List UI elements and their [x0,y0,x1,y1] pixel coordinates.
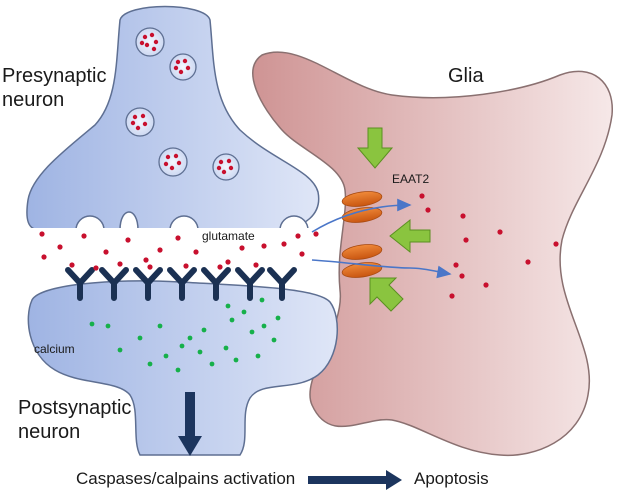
uptake-arrows [311,198,452,279]
vesicle-glutamate [130,32,234,175]
release-pockets [75,211,309,231]
presynaptic-neuron [26,5,320,231]
glia-glutamate [419,193,559,299]
postsynaptic-label-line2: neuron [18,421,81,443]
vesicles [125,27,240,181]
calcium-ions [89,297,281,373]
glia-cell [252,51,613,457]
eaat2-transporters [341,191,383,278]
calcium-label: calcium [34,342,75,356]
apoptosis-label: Apoptosis [414,469,489,488]
receptors [65,267,297,301]
glia-label: Glia [448,65,484,87]
glutamate-label: glutamate [202,229,255,243]
cleft-glutamate [39,231,319,271]
presynaptic-label-line2: neuron [2,89,65,111]
green-arrows [356,127,431,312]
apoptosis-arrow [308,470,402,490]
postsynaptic-neuron [27,280,339,456]
postsynaptic-label-line1: Postsynaptic [18,397,132,419]
eaat2-label: EAAT2 [392,172,430,186]
caspases-label: Caspases/calpains activation [76,469,296,488]
down-arrow [178,392,202,456]
presynaptic-label-line1: Presynaptic [2,65,107,87]
